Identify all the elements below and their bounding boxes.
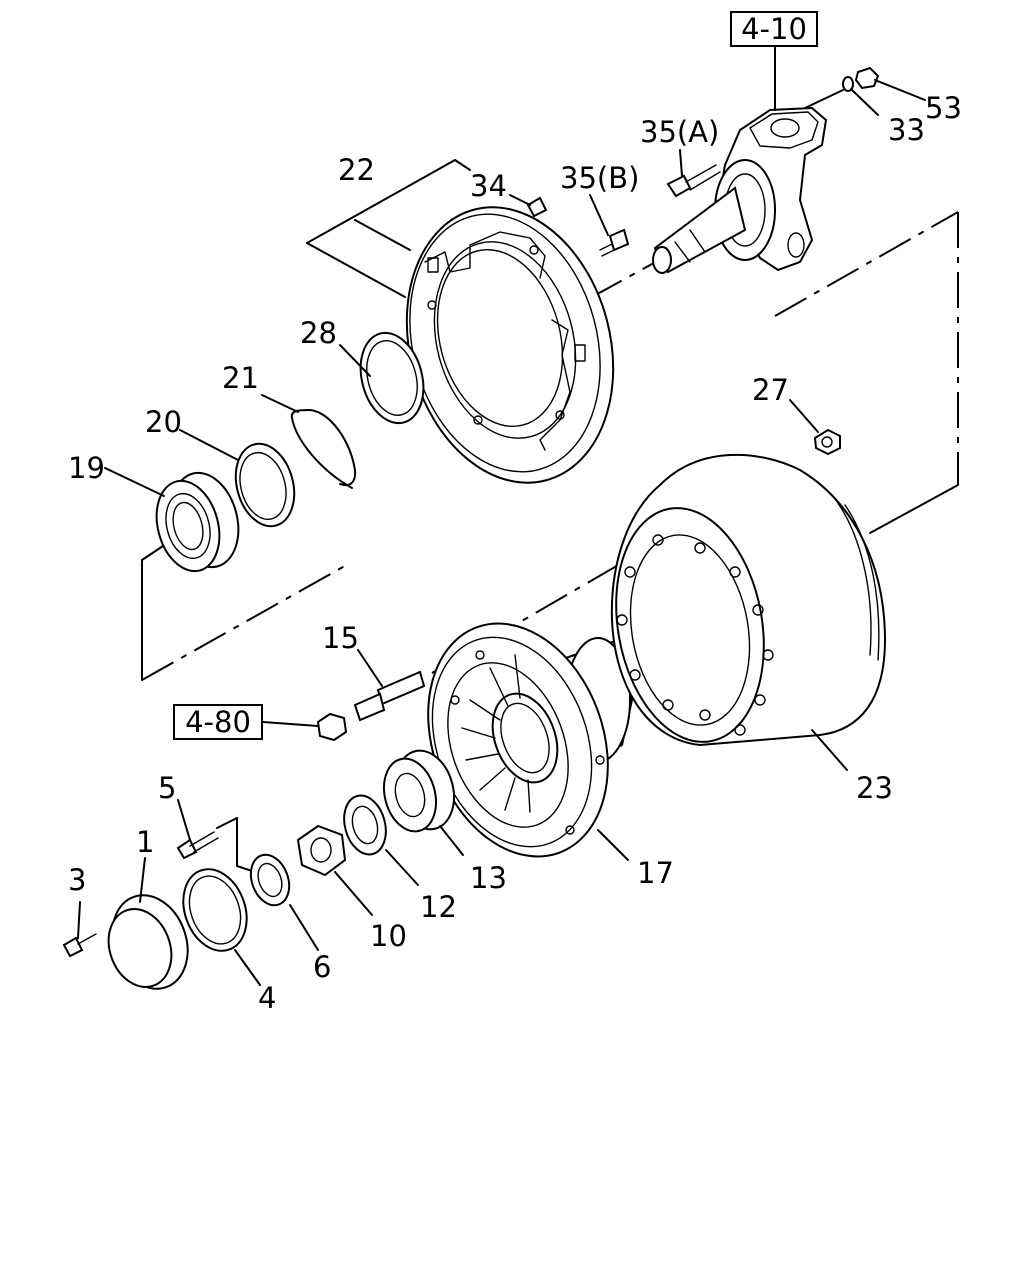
nut-53 — [854, 66, 880, 90]
backing-plate — [405, 206, 615, 484]
label-1: 1 — [136, 825, 154, 859]
label-23: 23 — [856, 771, 893, 805]
clip-34 — [526, 196, 548, 218]
ref-4-10-text: 4-10 — [741, 12, 807, 46]
o-ring — [359, 331, 425, 425]
label-3: 3 — [68, 863, 86, 897]
outer-bearing — [155, 471, 240, 573]
seal-12 — [343, 794, 387, 856]
label-27: 27 — [752, 373, 789, 407]
label-35b: 35(B) — [560, 161, 639, 195]
drum-nut-27 — [813, 428, 841, 456]
hub-nut-10 — [296, 824, 347, 877]
wheel-hub — [427, 622, 634, 858]
label-33: 33 — [888, 113, 925, 147]
steering-knuckle — [652, 106, 828, 274]
snap-ring — [290, 409, 357, 489]
label-12: 12 — [420, 890, 457, 924]
label-15: 15 — [322, 621, 359, 655]
brake-drum — [610, 453, 887, 747]
washer-33 — [842, 76, 854, 92]
label-13: 13 — [470, 861, 507, 895]
ref-box-4-10[interactable]: 4-10 — [730, 11, 818, 47]
ref-box-4-80[interactable]: 4-80 — [173, 704, 263, 740]
label-5: 5 — [158, 771, 176, 805]
label-53: 53 — [925, 91, 962, 125]
inner-bearing-13 — [383, 749, 455, 833]
leader-lines — [77, 44, 926, 986]
hub-cap-1 — [107, 894, 189, 990]
bolt-5 — [176, 831, 219, 860]
label-10: 10 — [370, 919, 407, 953]
label-20: 20 — [145, 405, 182, 439]
knuckle-bolt — [666, 164, 721, 198]
bolt-3 — [62, 933, 97, 958]
label-19: 19 — [68, 451, 105, 485]
label-34: 34 — [470, 169, 507, 203]
wheel-nut-4-80 — [316, 712, 348, 742]
label-35a: 35(A) — [640, 115, 719, 149]
hub-stud-15 — [353, 670, 426, 722]
gasket-4 — [182, 868, 248, 952]
label-28: 28 — [300, 316, 337, 350]
label-22: 22 — [338, 153, 375, 187]
ref-4-80-text: 4-80 — [185, 705, 251, 739]
lock-washer-6 — [249, 853, 291, 907]
label-4: 4 — [258, 981, 276, 1015]
backing-plate-bolt — [599, 228, 630, 257]
part-labels: 53 33 35(A) 35(B) 34 22 28 21 20 19 27 1… — [68, 91, 962, 1015]
oil-seal — [234, 442, 296, 528]
label-6: 6 — [313, 950, 331, 984]
label-21: 21 — [222, 361, 259, 395]
label-17: 17 — [637, 856, 674, 890]
